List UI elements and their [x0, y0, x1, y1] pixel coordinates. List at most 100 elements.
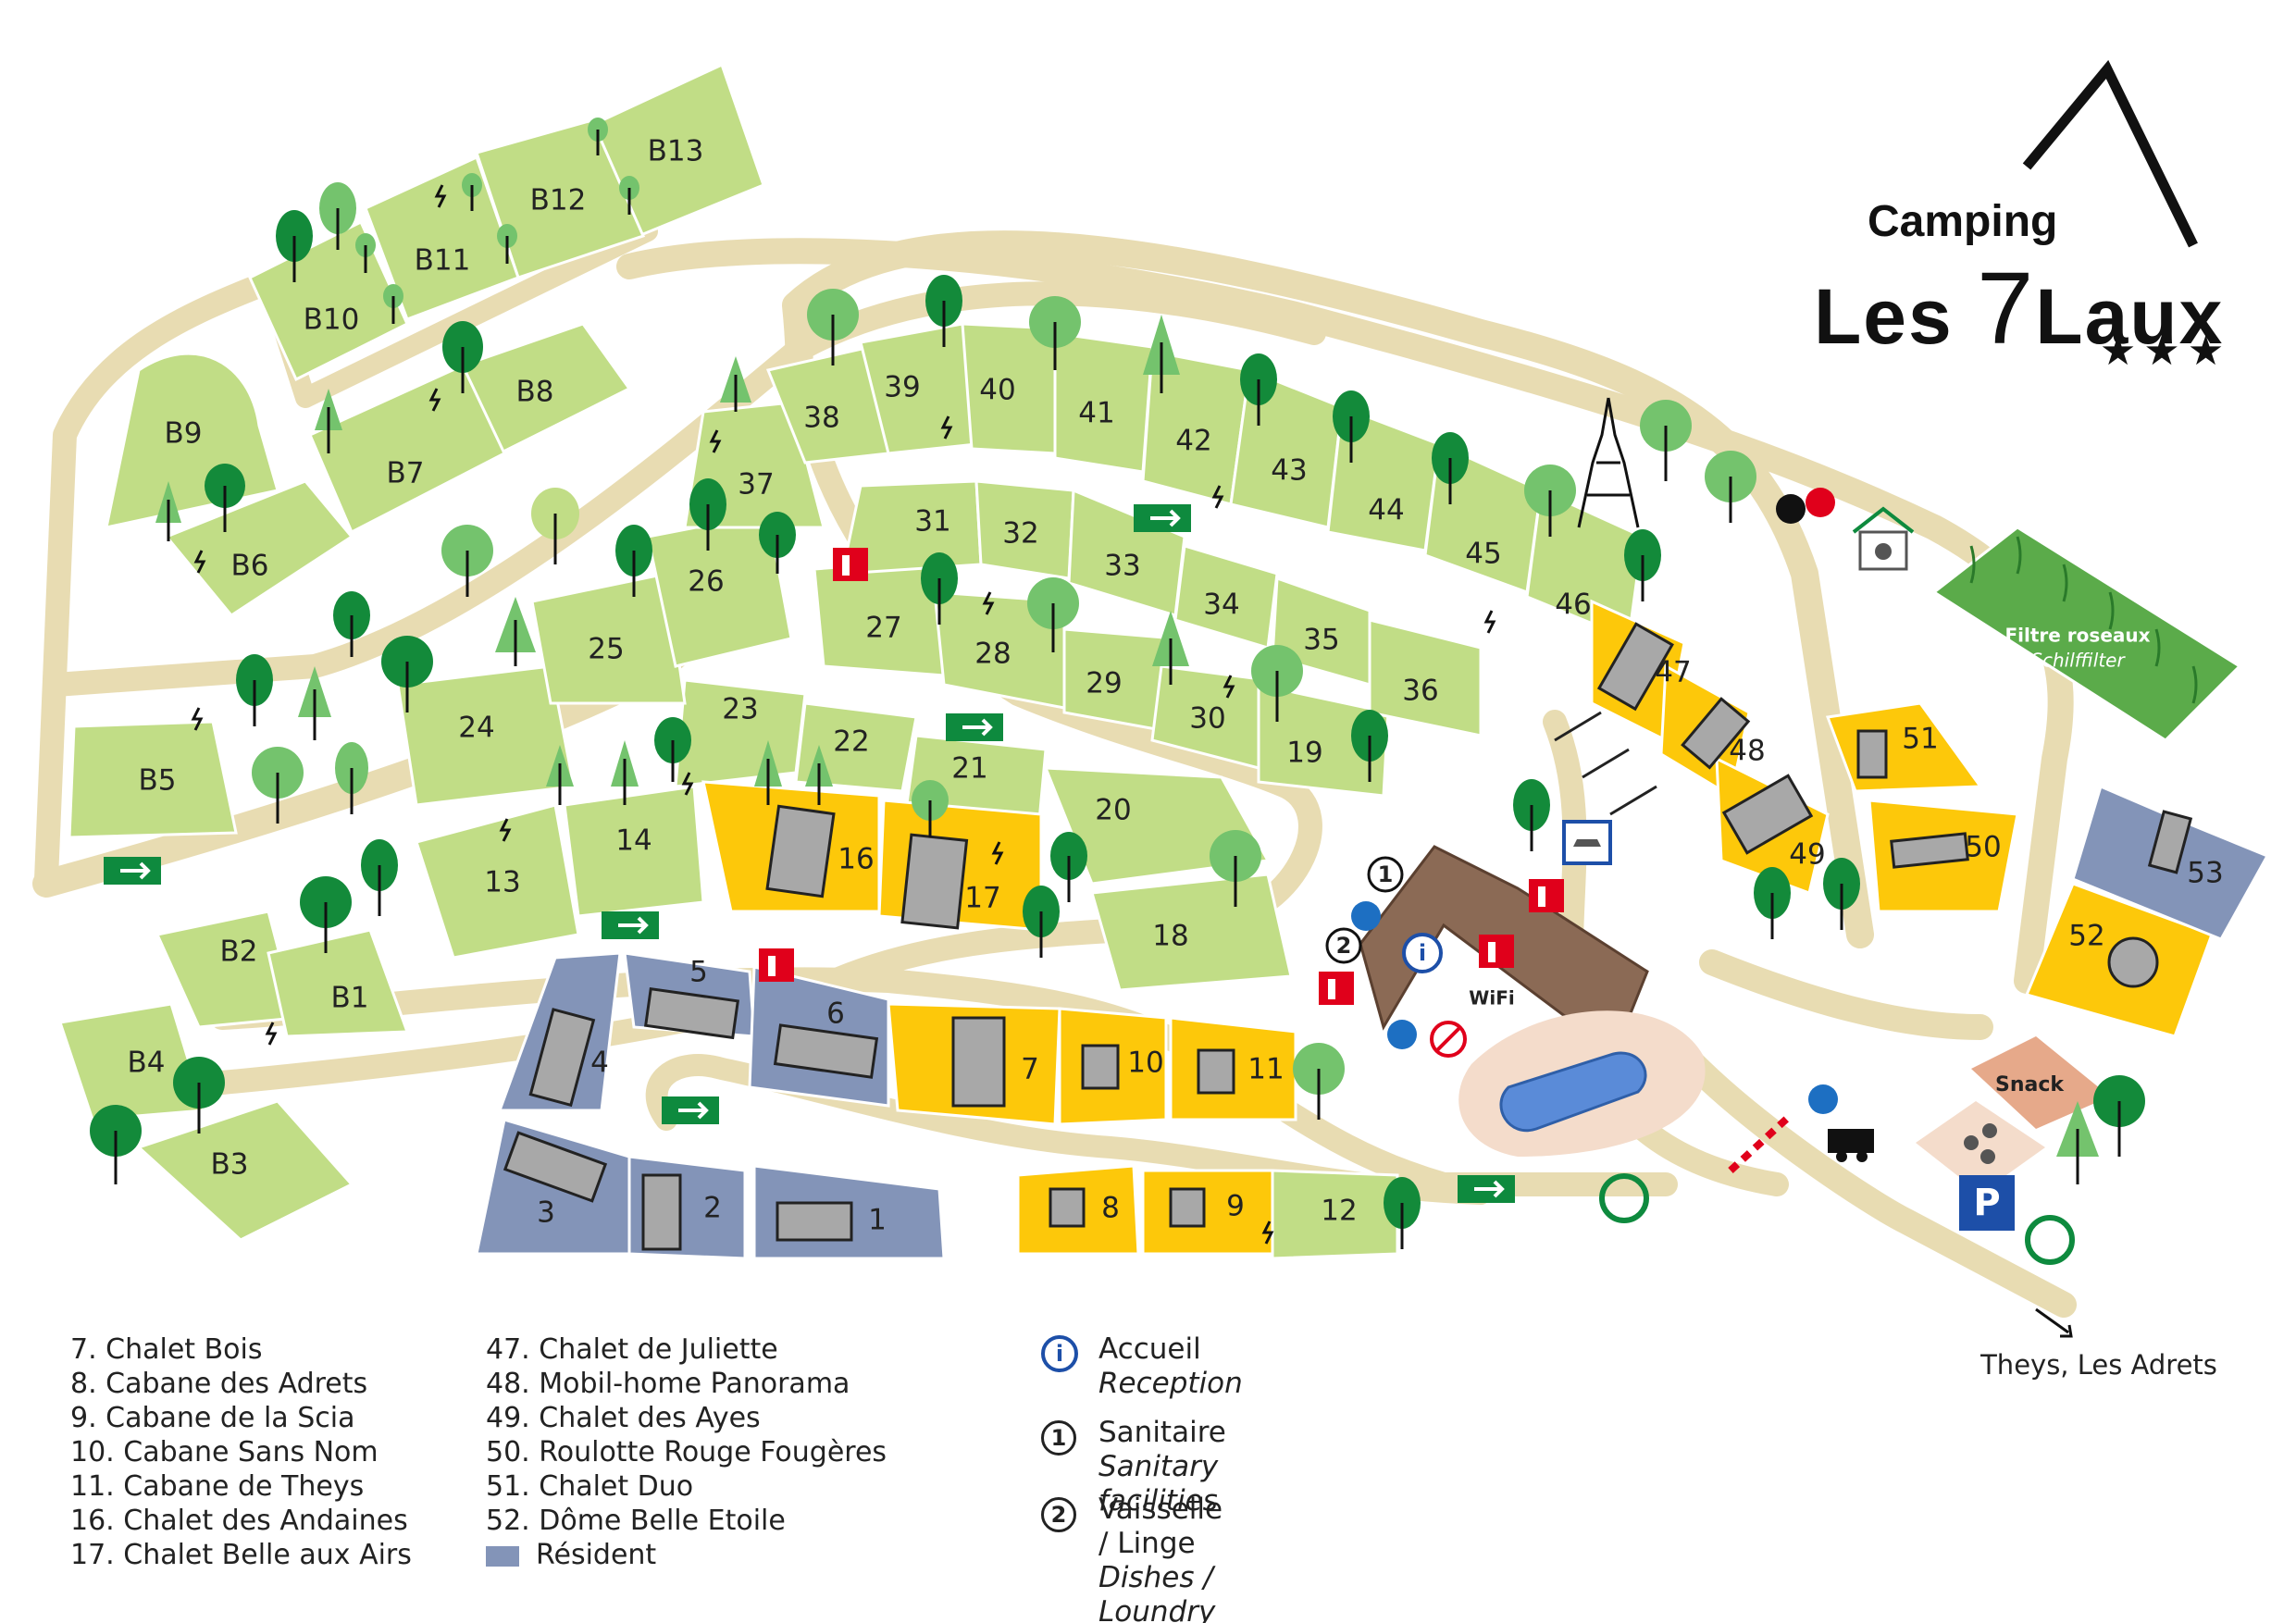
electric-hookups [191, 184, 1496, 1245]
tree-icon [173, 1057, 225, 1134]
lightning-icon [991, 841, 1004, 865]
fire-extinguishers [759, 548, 1564, 1005]
grass-pitches [58, 62, 2242, 1260]
legend-item: 16. Chalet des Andaines [70, 1505, 408, 1537]
label-49: 49 [1789, 838, 1825, 872]
tree-icon [441, 525, 493, 597]
exit-sign-icon [946, 713, 1003, 741]
tree-icon [1240, 353, 1277, 426]
pitch-14 [563, 785, 705, 918]
logo-stars: ★★★ [2100, 328, 2224, 375]
barrier-icon [1728, 1112, 1793, 1173]
label-7: 7 [1021, 1053, 1039, 1086]
label-26: 26 [688, 565, 724, 599]
label-28: 28 [974, 638, 1011, 671]
tree-icon [1705, 451, 1756, 523]
tree-icon [1293, 1043, 1345, 1120]
resident-unit-1 [776, 1201, 853, 1242]
legend-item: 7. Chalet Bois [70, 1333, 263, 1366]
lightning-icon [1222, 675, 1235, 699]
label-B8: B8 [516, 376, 554, 409]
label-38: 38 [803, 402, 839, 435]
tree-icon [611, 740, 639, 805]
logo-laux: Laux [2035, 273, 2225, 360]
chalet-9 [1169, 1187, 1206, 1228]
label-B13: B13 [648, 135, 704, 168]
pitch-B6 [164, 479, 354, 617]
logo-seven: 7 [1977, 252, 2036, 365]
tree-icon [531, 488, 579, 564]
label-12: 12 [1321, 1195, 1357, 1228]
water-tap-icon [1351, 901, 1381, 931]
pitch-36 [1368, 618, 1483, 737]
pitch-B1 [267, 928, 410, 1038]
tree-icon [381, 636, 433, 712]
tree-icon [155, 481, 181, 541]
lightning-icon [982, 591, 995, 615]
tree-icon [1640, 400, 1692, 481]
tree-icon [1027, 577, 1079, 652]
chalet-11 [1197, 1048, 1235, 1095]
fire-extinguisher-icon [1319, 972, 1354, 1005]
pitch-13 [415, 803, 580, 960]
pitch-B10 [248, 219, 409, 382]
chalet-16 [765, 804, 836, 898]
label-23: 23 [722, 693, 758, 726]
lightning-icon [193, 550, 206, 574]
sanitary-2-marker[interactable]: 2 [1325, 927, 1362, 964]
reception-en: Reception [1098, 1367, 1243, 1400]
label-B12: B12 [530, 184, 587, 217]
lightning-icon [681, 772, 694, 796]
service-area [1916, 1036, 2110, 1231]
tree-icon [1143, 315, 1180, 393]
label-18: 18 [1152, 920, 1188, 953]
tree-icon [319, 182, 356, 250]
tree-icon [462, 173, 482, 211]
tree-icon [1210, 830, 1261, 907]
tree-icon [333, 591, 370, 657]
resident-unit-53 [2147, 810, 2193, 874]
tree-icon [383, 284, 403, 324]
label-50: 50 [1965, 831, 2001, 864]
sanitary-en: Sanitary facilities [1098, 1450, 1219, 1518]
legend-column-middle: 47. Chalet de Juliette 48. Mobil-home Pa… [486, 1332, 887, 1572]
label-16: 16 [838, 843, 874, 876]
tree-icon [619, 176, 639, 215]
pitch-25 [530, 572, 687, 705]
dishes-en: Dishes / Loundry [1098, 1561, 1216, 1623]
tree-icon [1023, 886, 1060, 958]
label-B5: B5 [139, 764, 177, 798]
legend-resident: Résident [486, 1538, 887, 1572]
label-47: 47 [1655, 656, 1691, 689]
lightning-icon [940, 415, 953, 440]
tree-icon [1050, 832, 1087, 902]
label-43: 43 [1271, 454, 1307, 488]
eiffel-tower-icon [1577, 397, 1640, 528]
tree-icon [236, 654, 273, 726]
svg-text:2: 2 [1336, 933, 1352, 959]
label-B9: B9 [165, 417, 203, 451]
legend-item: 52. Dôme Belle Etoile [486, 1505, 786, 1537]
pitch-B3 [136, 1099, 354, 1242]
fire-extinguisher-icon [759, 948, 794, 982]
reception-marker[interactable]: i [1402, 933, 1443, 973]
resident-unit-4 [528, 1008, 596, 1108]
pitch-9 [1141, 1169, 1274, 1256]
tree-icon [754, 740, 782, 805]
tree-icon [1524, 465, 1576, 537]
label-B11: B11 [415, 244, 471, 278]
label-34: 34 [1203, 588, 1239, 622]
label-32: 32 [1002, 517, 1038, 551]
resident-unit-2 [641, 1173, 682, 1251]
lightning-icon [1483, 610, 1496, 634]
exit-sign-icon [662, 1096, 719, 1124]
snack-area [1971, 1036, 2110, 1129]
sanitary-badge: 1 [1041, 1420, 1076, 1456]
tree-icon [315, 389, 342, 453]
tree-icon [807, 289, 859, 365]
logo-mountain-icon [2022, 59, 2198, 248]
label-4: 4 [590, 1047, 609, 1080]
tree-icon [1384, 1177, 1421, 1249]
sanitary-1-marker[interactable]: 1 [1367, 856, 1404, 893]
